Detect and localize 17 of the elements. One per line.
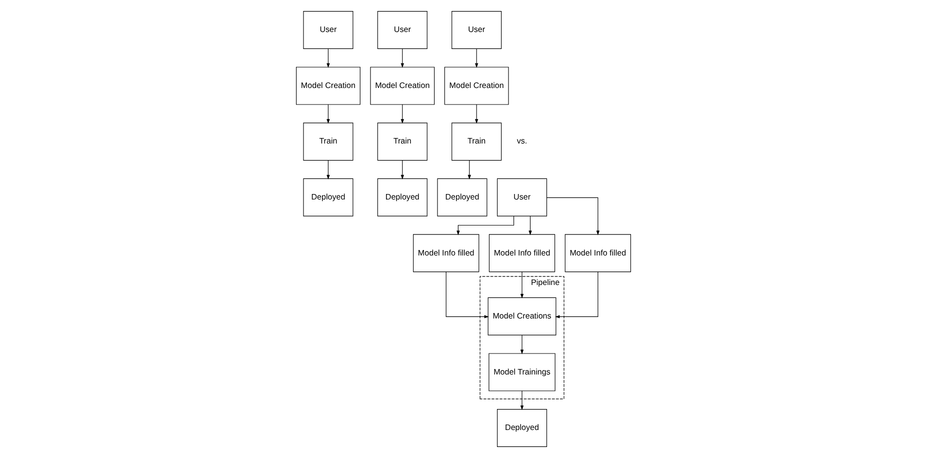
- arrow: [326, 160, 330, 179]
- arrow: [326, 104, 330, 124]
- arrow: [546, 196, 600, 235]
- arrow: [474, 48, 478, 68]
- arrow: [474, 104, 478, 124]
- arrow: [456, 215, 514, 235]
- arrow: [400, 160, 404, 179]
- arrow: [528, 215, 532, 235]
- arrow: [445, 271, 488, 318]
- arrow: [554, 271, 598, 318]
- arrow: [467, 160, 470, 179]
- arrow: [400, 48, 404, 68]
- arrow: [520, 390, 524, 410]
- arrow: [520, 271, 524, 298]
- arrow: [326, 48, 330, 68]
- arrow: [520, 334, 524, 354]
- arrow: [400, 104, 404, 124]
